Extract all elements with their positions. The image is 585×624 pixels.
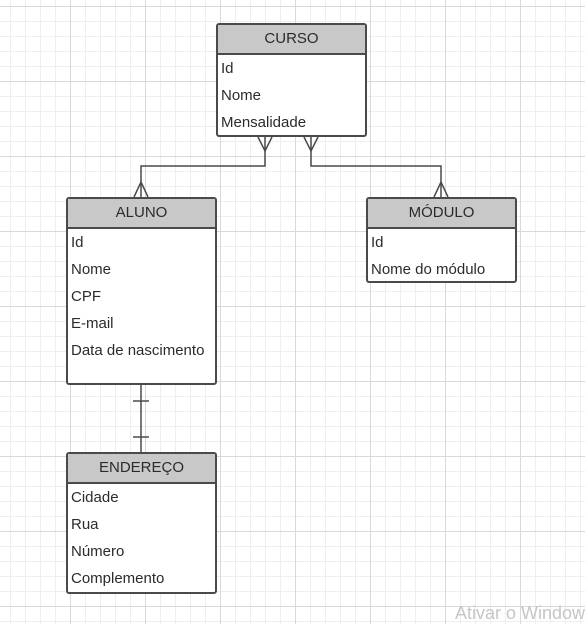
field-id[interactable]: Id [221,60,234,77]
field-cpf[interactable]: CPF [71,288,101,305]
windows-activation-watermark: Ativar o Windows [455,603,585,623]
entity-modulo[interactable]: MÓDULO Id Nome do módulo [366,197,517,283]
field-list: Id Nome CPF E-mail Data de nascimento [68,229,215,364]
field-cidade[interactable]: Cidade [71,489,119,506]
entity-curso[interactable]: CURSO Id Nome Mensalidade [216,23,367,137]
field-mensalidade[interactable]: Mensalidade [221,114,307,131]
field-nome[interactable]: Nome [71,261,112,278]
relationship-aluno-endereco[interactable] [133,385,149,452]
field-list: Id Nome do módulo [368,229,515,283]
entity-endereco[interactable]: ENDEREÇO Cidade Rua Número Complemento [66,452,217,594]
crowfoot-many-marker [257,136,273,153]
field-data-nascimento[interactable]: Data de nascimento [71,342,205,359]
field-rua[interactable]: Rua [71,516,99,533]
field-list: Cidade Rua Número Complemento [68,484,215,592]
crowfoot-many-marker [303,136,319,153]
crowfoot-many-marker [133,180,149,198]
entity-title: MÓDULO [368,199,515,229]
relationship-curso-aluno[interactable] [133,136,273,198]
entity-aluno[interactable]: ALUNO Id Nome CPF E-mail Data de nascime… [66,197,217,385]
entity-title: ALUNO [68,199,215,229]
field-id[interactable]: Id [71,234,84,251]
field-list: Id Nome Mensalidade [218,55,365,136]
field-complemento[interactable]: Complemento [71,570,165,587]
relationship-curso-modulo[interactable] [303,136,449,198]
crowfoot-many-marker [433,180,449,198]
field-numero[interactable]: Número [71,543,125,560]
entity-title: CURSO [218,25,365,55]
field-id[interactable]: Id [371,234,384,251]
entity-title: ENDEREÇO [68,454,215,484]
field-nome[interactable]: Nome [221,87,262,104]
connector-line [140,137,266,197]
connector-line [310,137,442,197]
field-nome-modulo[interactable]: Nome do módulo [371,261,486,278]
field-email[interactable]: E-mail [71,315,114,332]
